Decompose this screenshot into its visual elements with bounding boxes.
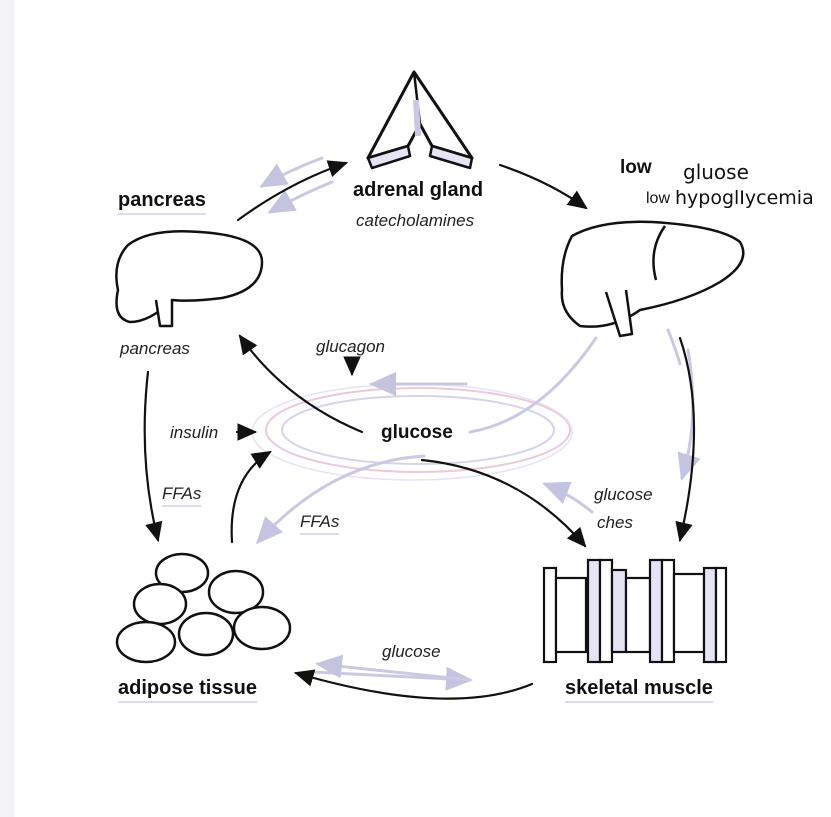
- liver-gluose-label: gluose: [683, 162, 749, 182]
- insulin-label: insulin: [170, 424, 218, 441]
- ffas-left-label: FFAs: [162, 485, 201, 507]
- skeletal-muscle-title: skeletal muscle: [565, 678, 713, 703]
- skeletal-muscle-icon: [544, 560, 726, 662]
- adipose-tissue-title: adipose tissue: [118, 678, 257, 703]
- liver-low-label: low: [620, 158, 652, 177]
- liver-icon: [562, 222, 744, 336]
- adipose-cells-icon: [117, 554, 290, 662]
- pancreas-organ-icon: [116, 231, 262, 326]
- liver-hypoglycemia-label: hypoglIycemia: [675, 189, 814, 208]
- ches-label: ches: [597, 514, 633, 531]
- adrenal-gland-icon: [368, 72, 472, 168]
- center-glucose-label: glucose: [381, 423, 453, 442]
- glucose-right-label: glucose: [594, 486, 653, 503]
- pancreas-caption: pancreas: [120, 340, 190, 357]
- glucagon-label: glucagon: [316, 338, 385, 355]
- liver-low-small-label: low: [646, 191, 670, 207]
- glucose-bottom-label: glucose: [382, 643, 441, 660]
- adrenal-gland-title: adrenal gland: [353, 180, 483, 200]
- adrenal-caption: catecholamines: [356, 212, 474, 229]
- pancreas-title: pancreas: [118, 190, 206, 215]
- ffas-center-label: FFAs: [300, 513, 339, 535]
